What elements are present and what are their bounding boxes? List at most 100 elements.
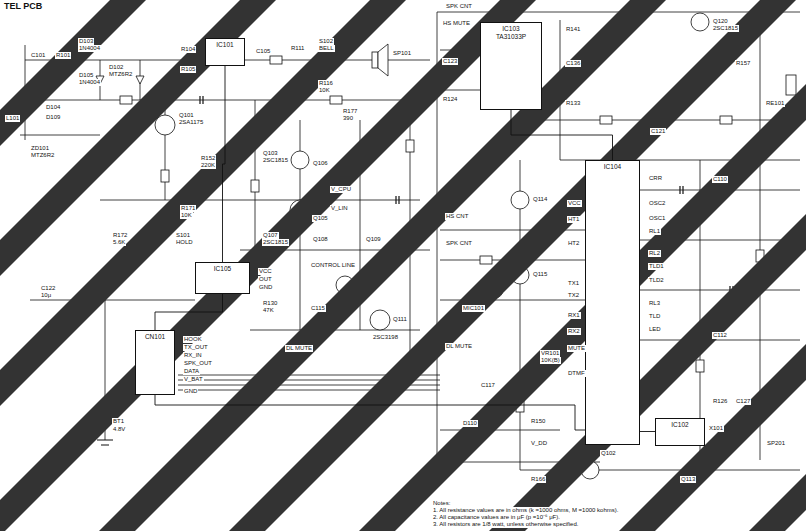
part-label: RL2 xyxy=(648,250,661,257)
part-label: TX_OUT xyxy=(183,344,209,351)
part-label: 10K(B) xyxy=(540,357,561,364)
part-label: C112 xyxy=(712,332,728,339)
part-label: DL MUTE xyxy=(445,343,473,350)
resistor-symbol xyxy=(120,96,132,104)
part-label: Q102 xyxy=(600,450,617,457)
part-label: Q108 xyxy=(312,236,329,243)
note-text: 2. All capacitance values are in μF (p =… xyxy=(432,514,561,521)
part-label: HT1 xyxy=(567,216,580,223)
part-label: TLD1 xyxy=(648,263,665,270)
part-label: 390 xyxy=(342,115,354,122)
part-label: GND xyxy=(183,388,198,395)
part-label: Q103 xyxy=(262,150,279,157)
part-label: C136 xyxy=(565,60,581,67)
part-label: RX1 xyxy=(567,312,581,319)
part-label: SPK CNT xyxy=(445,3,473,10)
part-label: MUTE xyxy=(567,345,586,352)
part-name: CN101 xyxy=(139,333,171,341)
part-label: R130 xyxy=(262,300,278,307)
part-label: R152 xyxy=(200,155,216,162)
part-label: R172 xyxy=(112,232,128,239)
part-label: RL1 xyxy=(648,228,661,235)
note-text: Notes: xyxy=(432,500,451,507)
speaker-symbol xyxy=(372,52,378,68)
part-label: TX1 xyxy=(567,280,580,287)
part-label: R111 xyxy=(290,45,305,52)
part-label: RX_IN xyxy=(183,352,203,359)
part-label: SP101 xyxy=(392,50,412,57)
part-label: OUT xyxy=(258,276,273,283)
part-label: R157 xyxy=(735,60,751,67)
resistor-symbol xyxy=(480,256,492,264)
part-label: Q106 xyxy=(312,160,329,167)
part-label: L101 xyxy=(5,115,20,122)
resistor-symbol xyxy=(251,180,259,192)
part-label: TLD2 xyxy=(648,277,665,284)
part-label: CRR xyxy=(648,175,663,182)
part-label: C105 xyxy=(255,48,271,55)
part-label: HOOK xyxy=(183,336,203,343)
part-label: 220K xyxy=(200,162,216,169)
part-label: C101 xyxy=(30,52,46,59)
part-label: V_CPU xyxy=(330,186,352,193)
part-label: R101 xyxy=(55,52,71,59)
part-label: C121 xyxy=(650,128,666,135)
part-label: C110 xyxy=(712,176,728,183)
part-label: 10K xyxy=(180,212,193,219)
part-label: 1N4004 xyxy=(78,79,101,86)
part-label: 2SA1175 xyxy=(178,119,204,126)
part-label: R124 xyxy=(442,96,458,103)
part-label: Q113 xyxy=(680,476,696,483)
part-label: Q115 xyxy=(532,271,548,278)
part-label: 1N4004 xyxy=(78,45,101,52)
resistor-symbol xyxy=(696,360,704,372)
part-label: V_DD xyxy=(530,440,548,447)
wire-connector xyxy=(155,294,223,330)
part-label: R177 xyxy=(342,108,358,115)
part-label: 2SC1815 xyxy=(712,25,739,32)
part-label: SP201 xyxy=(766,440,786,447)
part-label: BT1 xyxy=(112,418,125,425)
part-label: C123 xyxy=(442,58,458,65)
wire-connector xyxy=(155,395,585,430)
part-label: OSC2 xyxy=(648,200,666,207)
part-label: ZD101 xyxy=(30,145,50,152)
battery-symbol xyxy=(97,440,113,445)
part-label: SPK_OUT xyxy=(183,360,213,367)
part-name: IC102 xyxy=(659,421,701,429)
part-label: D103 xyxy=(78,38,94,45)
part-label: 5.6K xyxy=(112,239,126,246)
part-label: DTMF xyxy=(567,370,586,377)
transistor-symbol xyxy=(511,191,529,209)
ic-box: IC104 xyxy=(585,160,640,445)
ic-box: IC101 xyxy=(205,38,245,66)
part-label: Q111 xyxy=(392,316,408,323)
resistor-symbol xyxy=(161,170,169,182)
transistor-symbol xyxy=(691,13,709,31)
battery-symbol xyxy=(97,440,113,445)
part-label: CONTROL LINE xyxy=(310,262,356,269)
part-label: C117 xyxy=(480,382,496,389)
receiver-symbol xyxy=(786,75,796,95)
part-label: R171 xyxy=(180,205,196,212)
part-label: R141 xyxy=(565,26,581,33)
part-label: Q105 xyxy=(312,215,329,222)
wire-connector xyxy=(640,431,655,432)
part-label: 2SC3198 xyxy=(372,334,399,341)
part-label: SPK CNT xyxy=(445,240,473,247)
part-label: TLD xyxy=(648,313,661,320)
part-label: 47K xyxy=(262,307,275,314)
part-label: DATA xyxy=(183,368,200,375)
part-label: GND xyxy=(258,284,273,291)
part-label: S102 xyxy=(318,38,334,45)
part-label: Q101 xyxy=(178,112,195,119)
part-label: HS MUTE xyxy=(442,20,471,27)
stripe xyxy=(749,0,806,531)
part-label: VCC xyxy=(567,200,582,207)
part-name: TA31033P xyxy=(484,33,538,41)
part-label: HS CNT xyxy=(445,213,469,220)
